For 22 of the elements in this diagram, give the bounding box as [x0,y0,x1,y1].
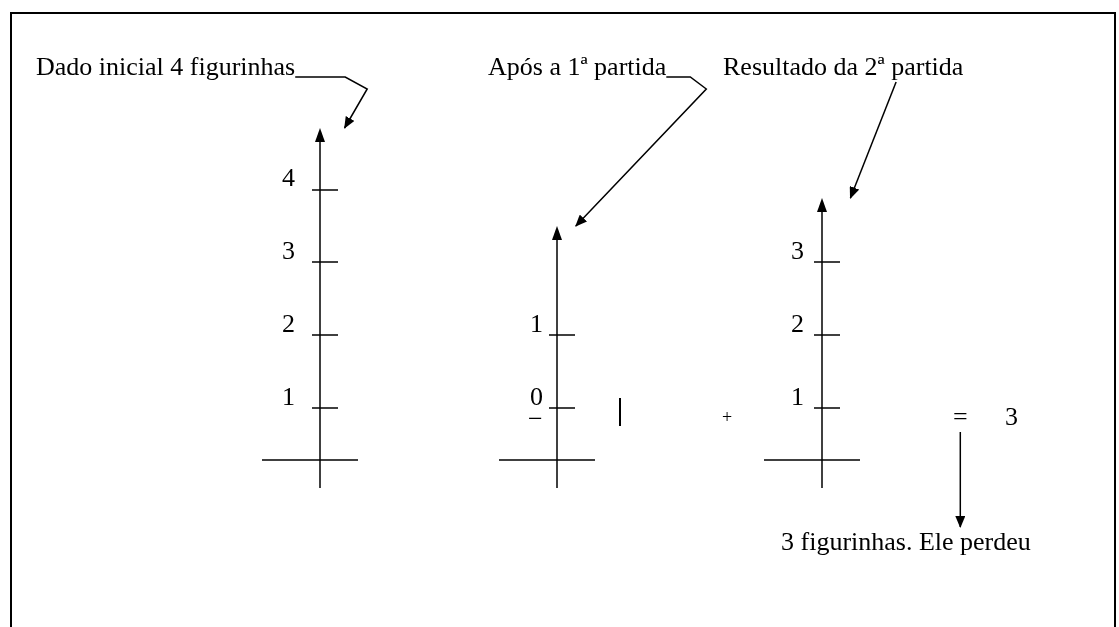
tick-label: 2 [282,309,295,339]
annotation-text: Dado inicial 4 figurinhas [36,52,296,82]
tick-label: 1 [791,382,804,412]
equals-sign: = [953,402,968,432]
tick-label: 3 [791,236,804,266]
leader-arrow [849,81,897,199]
number-line-drawing [499,226,595,488]
tick-label: 3 [282,236,295,266]
annotation-text: 3 figurinhas. Ele perdeu [781,527,1031,557]
tick-label: 1 [282,382,295,412]
tick-label: 1 [530,309,543,339]
plus-sign: + [722,406,733,429]
number-line-drawing [262,128,358,488]
tick-label: 4 [282,163,295,193]
leader-arrow [955,431,966,528]
tick-label: 2 [791,309,804,339]
leader-arrow [575,76,708,227]
result-number: 3 [1005,402,1018,432]
annotation-text: Resultado da 2ª partida [723,52,964,82]
leader-arrow [294,76,369,129]
annotation-text: Após a 1ª partida [488,52,667,82]
number-line-drawing [764,198,860,488]
